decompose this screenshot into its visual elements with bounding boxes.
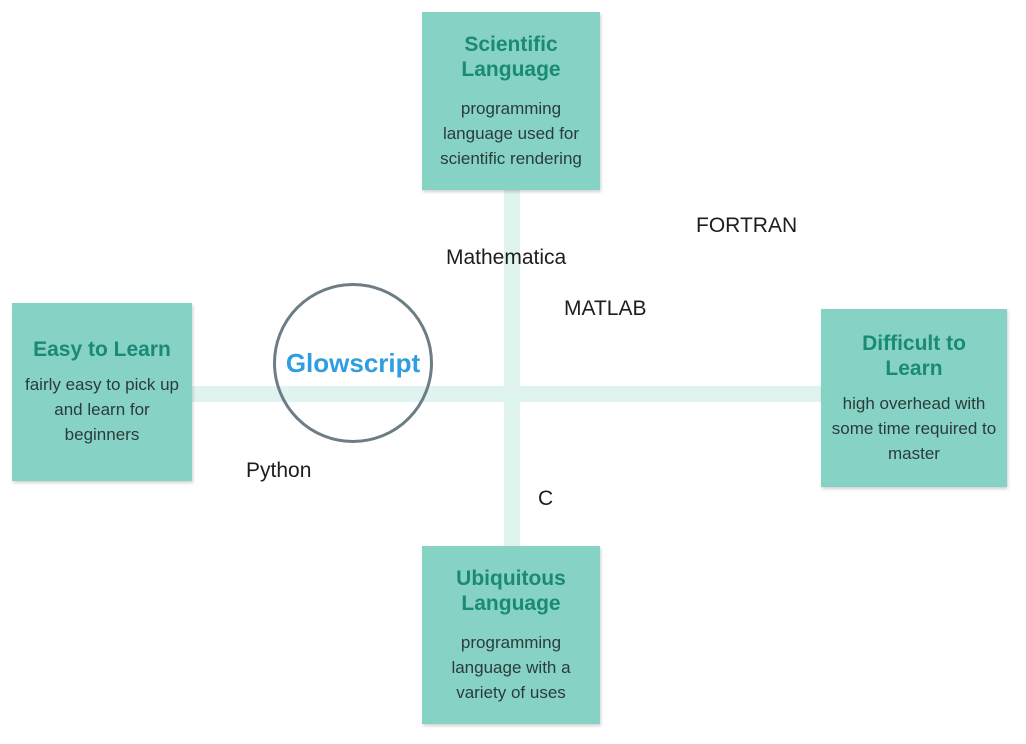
ubiquitous-language-box: Ubiquitous Language programming language… (422, 546, 600, 724)
glowscript-highlight-circle: Glowscript (273, 283, 433, 443)
easy-to-learn-box: Easy to Learn fairly easy to pick up and… (12, 303, 192, 481)
scientific-language-box: Scientific Language programming language… (422, 12, 600, 190)
box-title: Scientific Language (461, 32, 561, 81)
glowscript-label: Glowscript (285, 347, 421, 378)
language-c: C (538, 487, 554, 510)
box-title: Ubiquitous Language (456, 566, 566, 615)
difficult-to-learn-box: Difficult to Learn high overhead with so… (821, 309, 1007, 487)
box-title: Difficult to Learn (862, 331, 966, 380)
vertical-axis (504, 188, 520, 548)
language-matlab: MATLAB (564, 297, 647, 320)
box-description: fairly easy to pick up and learn for beg… (24, 375, 179, 444)
box-description: programming language with a variety of u… (451, 632, 571, 702)
language-mathematica: Mathematica (446, 246, 567, 269)
language-python: Python (246, 459, 312, 482)
box-description: programming language used for scientific… (440, 98, 582, 168)
box-title: Easy to Learn (33, 338, 171, 361)
box-description: high overhead with some time required to… (831, 393, 997, 463)
language-fortran: FORTRAN (696, 214, 798, 237)
